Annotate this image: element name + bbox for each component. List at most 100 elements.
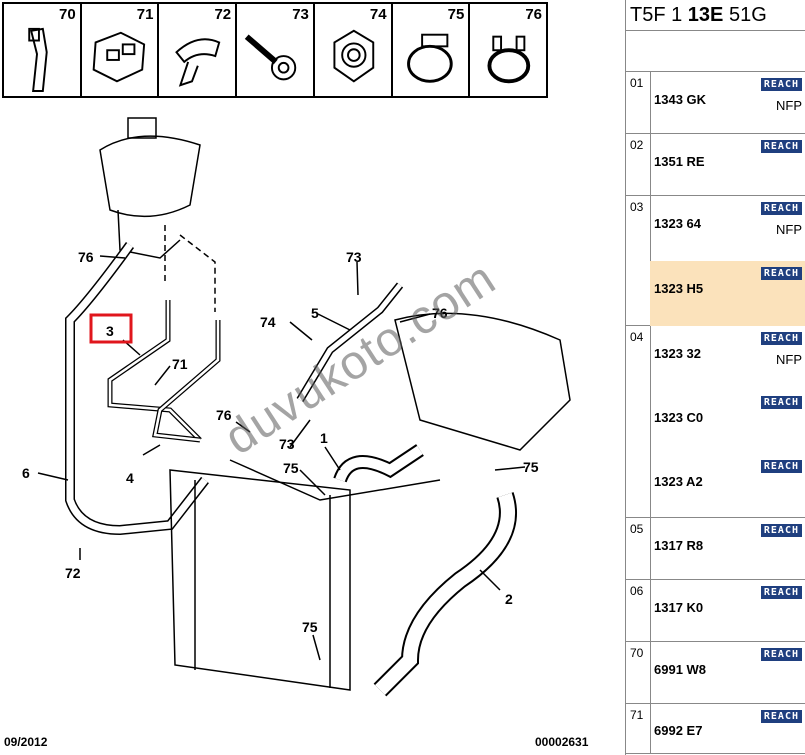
group-divider: [650, 704, 651, 753]
nfp-label: NFP: [776, 222, 802, 237]
part-reference: 1317 R8: [654, 538, 704, 553]
highlight-box: [89, 313, 133, 344]
callout-label[interactable]: 73: [279, 436, 295, 452]
part-reference: 6991 W8: [654, 662, 707, 677]
strip-number: 72: [214, 6, 232, 23]
part-row[interactable]: 1351 RE REACH: [650, 134, 805, 196]
bolt-icon: [244, 34, 297, 81]
part-group: 02 1351 RE REACH: [626, 134, 805, 196]
callout-label[interactable]: 74: [260, 314, 276, 330]
footer-code: 00002631: [535, 735, 589, 749]
callout-label[interactable]: 73: [346, 249, 362, 265]
strip-number: 70: [59, 6, 76, 23]
group-divider: [650, 196, 651, 325]
callout-label[interactable]: 75: [302, 619, 318, 635]
part-row[interactable]: 1317 R8 REACH: [650, 518, 805, 580]
strip-cell-74[interactable]: 74: [315, 4, 393, 96]
reach-badge: REACH: [760, 710, 802, 723]
nfp-label: NFP: [776, 352, 802, 367]
spring-clamp-icon: [487, 35, 531, 84]
reach-badge: REACH: [760, 460, 802, 473]
group-divider: [650, 642, 651, 703]
callout-label[interactable]: 75: [523, 459, 539, 475]
group-number: 06: [630, 584, 644, 598]
strip-cell-75[interactable]: 75: [393, 4, 471, 96]
group-divider: [650, 326, 651, 517]
group-divider: [650, 518, 651, 579]
reach-badge: REACH: [760, 332, 802, 345]
group-number: 01: [630, 76, 644, 90]
strip-number: 73: [292, 6, 309, 23]
group-number: 05: [630, 522, 644, 536]
strip-cell-71[interactable]: 71: [82, 4, 160, 96]
part-group: 70 6991 W8 REACH: [626, 642, 805, 704]
group-number: 71: [630, 708, 644, 722]
panel-blank: [626, 31, 805, 72]
reach-badge: REACH: [760, 524, 802, 537]
callout-label[interactable]: 71: [172, 356, 188, 372]
parts-diagram: 70 71 72 73 74 75 76: [2, 2, 589, 749]
part-reference: 1323 C0: [654, 410, 704, 425]
callout-label[interactable]: 76: [216, 407, 232, 423]
header-suffix: 51G: [723, 4, 767, 26]
clamp-icon: [406, 33, 453, 83]
group-number: 04: [630, 330, 644, 344]
callout-label[interactable]: 76: [432, 305, 448, 321]
part-reference: 1343 GK: [654, 92, 707, 107]
part-reference: 1323 H5: [654, 281, 704, 296]
strip-number: 75: [447, 6, 465, 23]
strip-cell-72[interactable]: 72: [159, 4, 238, 96]
part-reference: 1323 32: [654, 346, 701, 361]
callout-label[interactable]: 75: [283, 460, 299, 476]
hose-clip-icon: [175, 38, 221, 87]
callout-label[interactable]: 1: [320, 430, 328, 446]
panel-header: T5F 1 13E 51G: [626, 0, 805, 31]
part-row[interactable]: 1323 64 REACH NFP: [650, 196, 805, 261]
thermostat-housing: [394, 312, 571, 451]
callout-label[interactable]: 6: [22, 465, 30, 481]
group-number: 70: [630, 646, 644, 660]
strip-number: 74: [369, 6, 387, 23]
group-divider: [650, 580, 651, 641]
header-prefix: T5F 1: [630, 4, 688, 26]
reach-badge: REACH: [760, 648, 802, 661]
group-number: 02: [630, 138, 644, 152]
parts-strip: 70 71 72 73 74 75 76: [2, 2, 548, 98]
group-number: 03: [630, 200, 644, 214]
reach-badge: REACH: [760, 202, 802, 215]
part-reference: 1323 64: [654, 216, 701, 231]
strip-number: 76: [525, 6, 543, 23]
part-group: 71 6992 E7 REACH: [626, 704, 805, 754]
part-row[interactable]: 1323 A2 REACH: [650, 454, 805, 518]
strip-cell-73[interactable]: 73: [237, 4, 315, 96]
part-row[interactable]: 6991 W8 REACH: [650, 642, 805, 704]
part-row[interactable]: 1323 32 REACH NFP: [650, 326, 805, 390]
callout-label[interactable]: 72: [65, 565, 81, 581]
clip-icon: [28, 27, 48, 92]
reach-badge: REACH: [760, 586, 802, 599]
strip-number: 71: [136, 6, 154, 23]
part-row[interactable]: 6992 E7 REACH: [650, 704, 805, 754]
callout-label[interactable]: 2: [505, 591, 513, 607]
callout-label[interactable]: 4: [126, 470, 134, 486]
strip-cell-76[interactable]: 76: [470, 4, 546, 96]
callout-label[interactable]: 3: [106, 323, 114, 339]
radiator: [169, 469, 351, 691]
strip-cell-70[interactable]: 70: [4, 4, 82, 96]
callout-label[interactable]: 76: [78, 249, 94, 265]
nut-icon: [333, 29, 375, 83]
callout-label[interactable]: 5: [311, 305, 319, 321]
part-reference: 6992 E7: [654, 723, 703, 738]
reach-badge: REACH: [760, 140, 802, 153]
part-reference: 1323 A2: [654, 474, 703, 489]
part-reference: 1351 RE: [654, 154, 705, 169]
